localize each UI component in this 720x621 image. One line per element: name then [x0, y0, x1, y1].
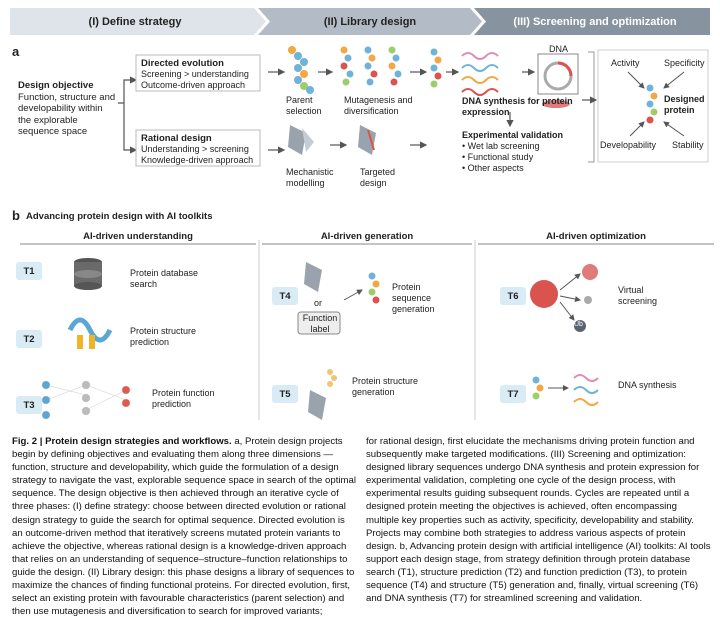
library-protein-icon [430, 48, 442, 88]
prop-stability: Stability [672, 140, 704, 150]
mechanistic-model-icon [288, 125, 314, 155]
phase-library-design: (II) Library design [323, 15, 417, 28]
exp-item-2: • Functional study [462, 152, 534, 162]
database-icon [74, 258, 102, 290]
tool-t5-label: Protein structure generation [352, 376, 419, 397]
panel-b-title: Advancing protein design with AI toolkit… [26, 211, 213, 222]
mechanistic-label: Mechanistic modelling [286, 167, 334, 188]
tool-t5-badge: T5 [272, 385, 298, 403]
ub-label: Ub [574, 321, 583, 328]
protein-structure-icon [67, 317, 113, 349]
section-optimization: AI-driven optimization [546, 231, 646, 242]
tool-t4-badge: T4 [272, 287, 298, 305]
structure-generation-icon [308, 369, 337, 420]
plasmid-icon [537, 53, 579, 108]
rational-line1: Understanding > screening [141, 144, 249, 154]
tool-t3-label: Protein function prediction [152, 388, 215, 409]
phase-define-strategy: (I) Define strategy [88, 15, 182, 28]
phase-bar-background [10, 8, 710, 35]
tool-t7-badge: T7 [500, 385, 526, 403]
exp-item-3: • Other aspects [462, 163, 524, 173]
designed-protein-icon [646, 84, 658, 124]
or-label: or [314, 298, 323, 308]
section-understanding: AI-driven understanding [83, 231, 193, 242]
tool-t6-label: Virtual screening [618, 285, 658, 306]
directed-evolution-box: Directed evolution Screening > understan… [141, 58, 249, 91]
section-generation: AI-driven generation [320, 231, 414, 242]
rational-design-box: Rational design Understanding > screenin… [141, 133, 253, 166]
function-label: Function label [302, 313, 338, 334]
exp-item-1: • Wet lab screening [462, 141, 540, 151]
design-objective: Design objective Function, structure and… [18, 80, 116, 138]
caption-col1: Fig. 2 | Protein design strategies and w… [12, 435, 356, 618]
mutagenesis-proteins-icon [340, 46, 402, 86]
dna-label: DNA [549, 44, 569, 54]
design-objective-title: Design objective [18, 80, 94, 91]
design-objective-body: Function, structure and developability w… [18, 91, 116, 138]
tool-t3-badge: T3 [16, 396, 42, 414]
designed-protein-label: Designed protein [664, 94, 705, 115]
directed-line2: Outcome-driven approach [141, 80, 246, 90]
protein-illustrations [288, 46, 685, 155]
tool-t2-badge: T2 [16, 330, 42, 348]
tool-t4-label: Protein sequence generation [392, 282, 435, 314]
dna-strands-icon [461, 52, 499, 96]
targeted-design-icon [358, 125, 376, 155]
caption-fig-title: Fig. 2 | Protein design strategies and w… [12, 436, 232, 447]
rational-line2: Knowledge-driven approach [141, 155, 254, 165]
generation-icon [297, 262, 380, 335]
panel-a-letter: a [12, 44, 20, 59]
tool-t2-label: Protein structure prediction [130, 326, 197, 347]
mutagenesis-label: Mutagenesis and diversification [344, 95, 413, 116]
phase-bar: (I) Define strategy (II) Library design … [10, 8, 710, 35]
panel-b-dividers [20, 240, 714, 420]
panel-b-letter: b [12, 208, 20, 223]
tool-t6-badge: T6 [500, 287, 526, 305]
prop-developability: Developability [600, 140, 657, 150]
exp-title: Experimental validation [462, 130, 564, 140]
parent-selection-label: Parent selection [286, 95, 322, 116]
dna-synthesis-icon [532, 374, 599, 406]
phase-screening: (III) Screening and optimization [513, 15, 677, 28]
directed-title: Directed evolution [141, 58, 224, 69]
caption-col2-text: for rational design, first elucidate the… [366, 436, 711, 605]
targeted-label: Targeted design [360, 167, 396, 188]
prop-specificity: Specificity [664, 58, 705, 68]
directed-line1: Screening > understanding [141, 69, 249, 79]
tool-t1-badge: T1 [16, 262, 42, 280]
neural-network-icon [41, 380, 131, 420]
dna-synthesis-label: DNA synthesis for protein expression [462, 96, 573, 117]
rational-title: Rational design [141, 133, 212, 144]
caption-col1-text: a, Protein design projects begin by defi… [12, 436, 356, 618]
parent-protein-icon [288, 46, 314, 94]
tool-t1-label: Protein database search [130, 268, 199, 289]
caption-col2: for rational design, first elucidate the… [366, 435, 712, 605]
prop-activity: Activity [611, 58, 640, 68]
experimental-validation: Experimental validation • Wet lab screen… [462, 130, 582, 174]
virtual-screening-icon [530, 264, 598, 332]
tool-t7-label: DNA synthesis [618, 380, 677, 390]
panel-a-connectors [118, 49, 709, 167]
